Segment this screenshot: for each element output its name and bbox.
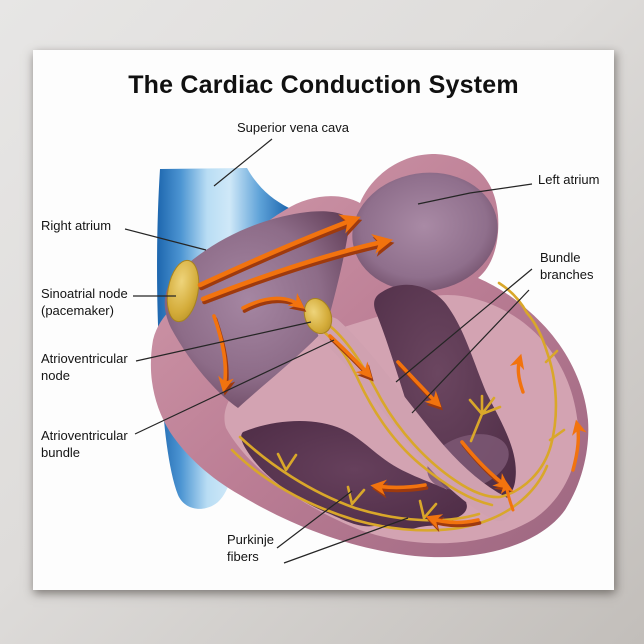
label-atrioventricular-bundle: Atrioventricular bundle xyxy=(41,428,128,460)
poster-title: The Cardiac Conduction System xyxy=(128,71,519,99)
sinoatrial-node xyxy=(166,259,200,323)
label-sinoatrial-node: Sinoatrial node (pacemaker) xyxy=(41,286,128,318)
leader-lines xyxy=(124,138,533,564)
atrioventricular-node xyxy=(303,298,333,334)
right-ventricle-chamber xyxy=(241,421,467,530)
label-purkinje-fibers: Purkinje fibers xyxy=(227,532,274,564)
conduction-fibers xyxy=(230,281,566,532)
right-atrium-chamber xyxy=(164,211,350,408)
label-superior-vena-cava: Superior vena cava xyxy=(237,120,350,135)
label-left-atrium: Left atrium xyxy=(538,172,600,187)
left-atrium-chamber xyxy=(352,172,498,292)
label-bundle-branches: Bundle branches xyxy=(540,250,594,282)
label-atrioventricular-node: Atrioventricular node xyxy=(41,351,128,383)
label-right-atrium: Right atrium xyxy=(41,218,112,233)
impulse-arrows xyxy=(197,214,587,530)
